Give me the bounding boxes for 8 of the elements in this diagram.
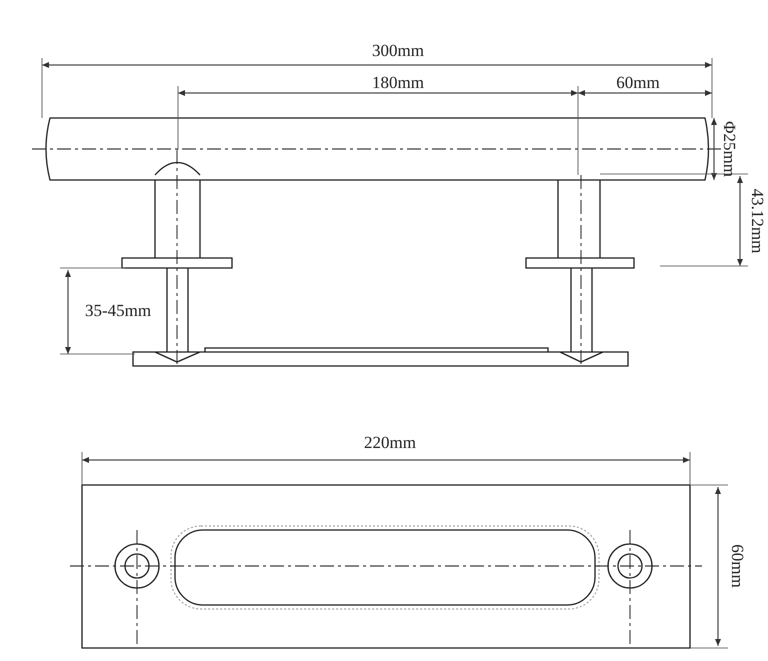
- dimension-label: 220mm: [364, 433, 416, 452]
- dimension-label: Φ25mm: [720, 121, 740, 177]
- dimension-label: 180mm: [372, 73, 424, 92]
- dimension-label: 35-45mm: [84, 301, 152, 320]
- dimension-label: 43.12mm: [748, 188, 768, 254]
- dimension-label: 60mm: [728, 544, 748, 588]
- dimension-label: 60mm: [616, 73, 660, 92]
- dimension-label: 300mm: [372, 41, 424, 60]
